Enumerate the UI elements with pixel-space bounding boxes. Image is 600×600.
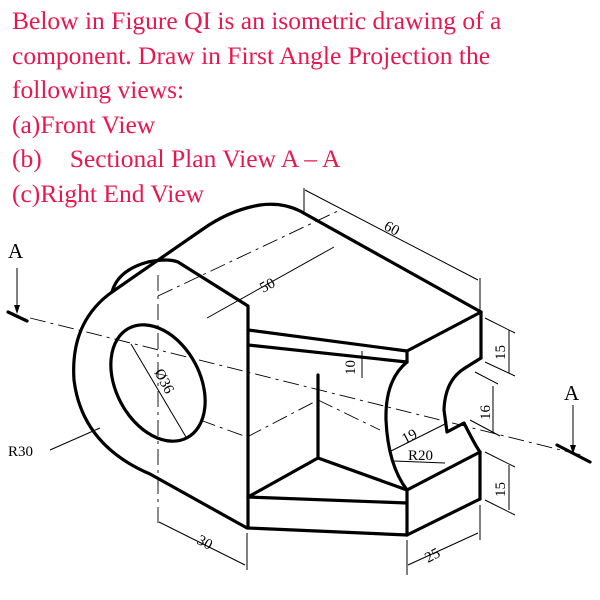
item-label: Sectional Plan View A – A xyxy=(69,144,341,173)
dim-10: 10 xyxy=(343,360,359,375)
boss-outline xyxy=(72,202,302,530)
item-marker: (c) xyxy=(12,178,41,208)
dim-16: 16 xyxy=(478,405,494,421)
dim-19: 19 xyxy=(399,426,420,447)
dim-r20: R20 xyxy=(408,448,433,464)
item-sectional-plan-view: (b) Sectional Plan View A – A xyxy=(12,142,597,177)
intro-line-3: following views: xyxy=(12,75,185,104)
center-lines xyxy=(157,209,381,528)
dim-r30: R30 xyxy=(8,444,33,460)
dim-dia-36: Ø36 xyxy=(150,366,176,397)
item-marker: (b) xyxy=(12,144,42,173)
dimensions: 60 50 10 15 16 15 19 R20 25 3 xyxy=(8,188,516,575)
section-mark-left: A xyxy=(8,239,24,263)
dim-30: 30 xyxy=(194,532,215,553)
dim-15-upper: 15 xyxy=(493,345,509,360)
dim-15-lower: 15 xyxy=(493,482,509,497)
section-mark-right: A xyxy=(564,381,580,405)
dim-50: 50 xyxy=(257,275,278,296)
item-front-view: (a)Front View xyxy=(12,108,597,143)
intro-line-1: Below in Figure QI is an isometric drawi… xyxy=(12,6,502,35)
question-text: Below in Figure QI is an isometric drawi… xyxy=(12,4,597,211)
item-label: Front View xyxy=(40,109,156,139)
intro-line-2: component. Draw in First Angle Projectio… xyxy=(12,40,491,70)
dim-60: 60 xyxy=(381,218,402,239)
dim-25: 25 xyxy=(422,545,443,566)
item-right-end-view: (c)Right End View xyxy=(12,177,597,212)
item-marker: (a) xyxy=(12,109,41,139)
item-label: Right End View xyxy=(40,178,205,208)
section-line-a-a: A A xyxy=(6,239,592,464)
main-body xyxy=(246,209,483,537)
